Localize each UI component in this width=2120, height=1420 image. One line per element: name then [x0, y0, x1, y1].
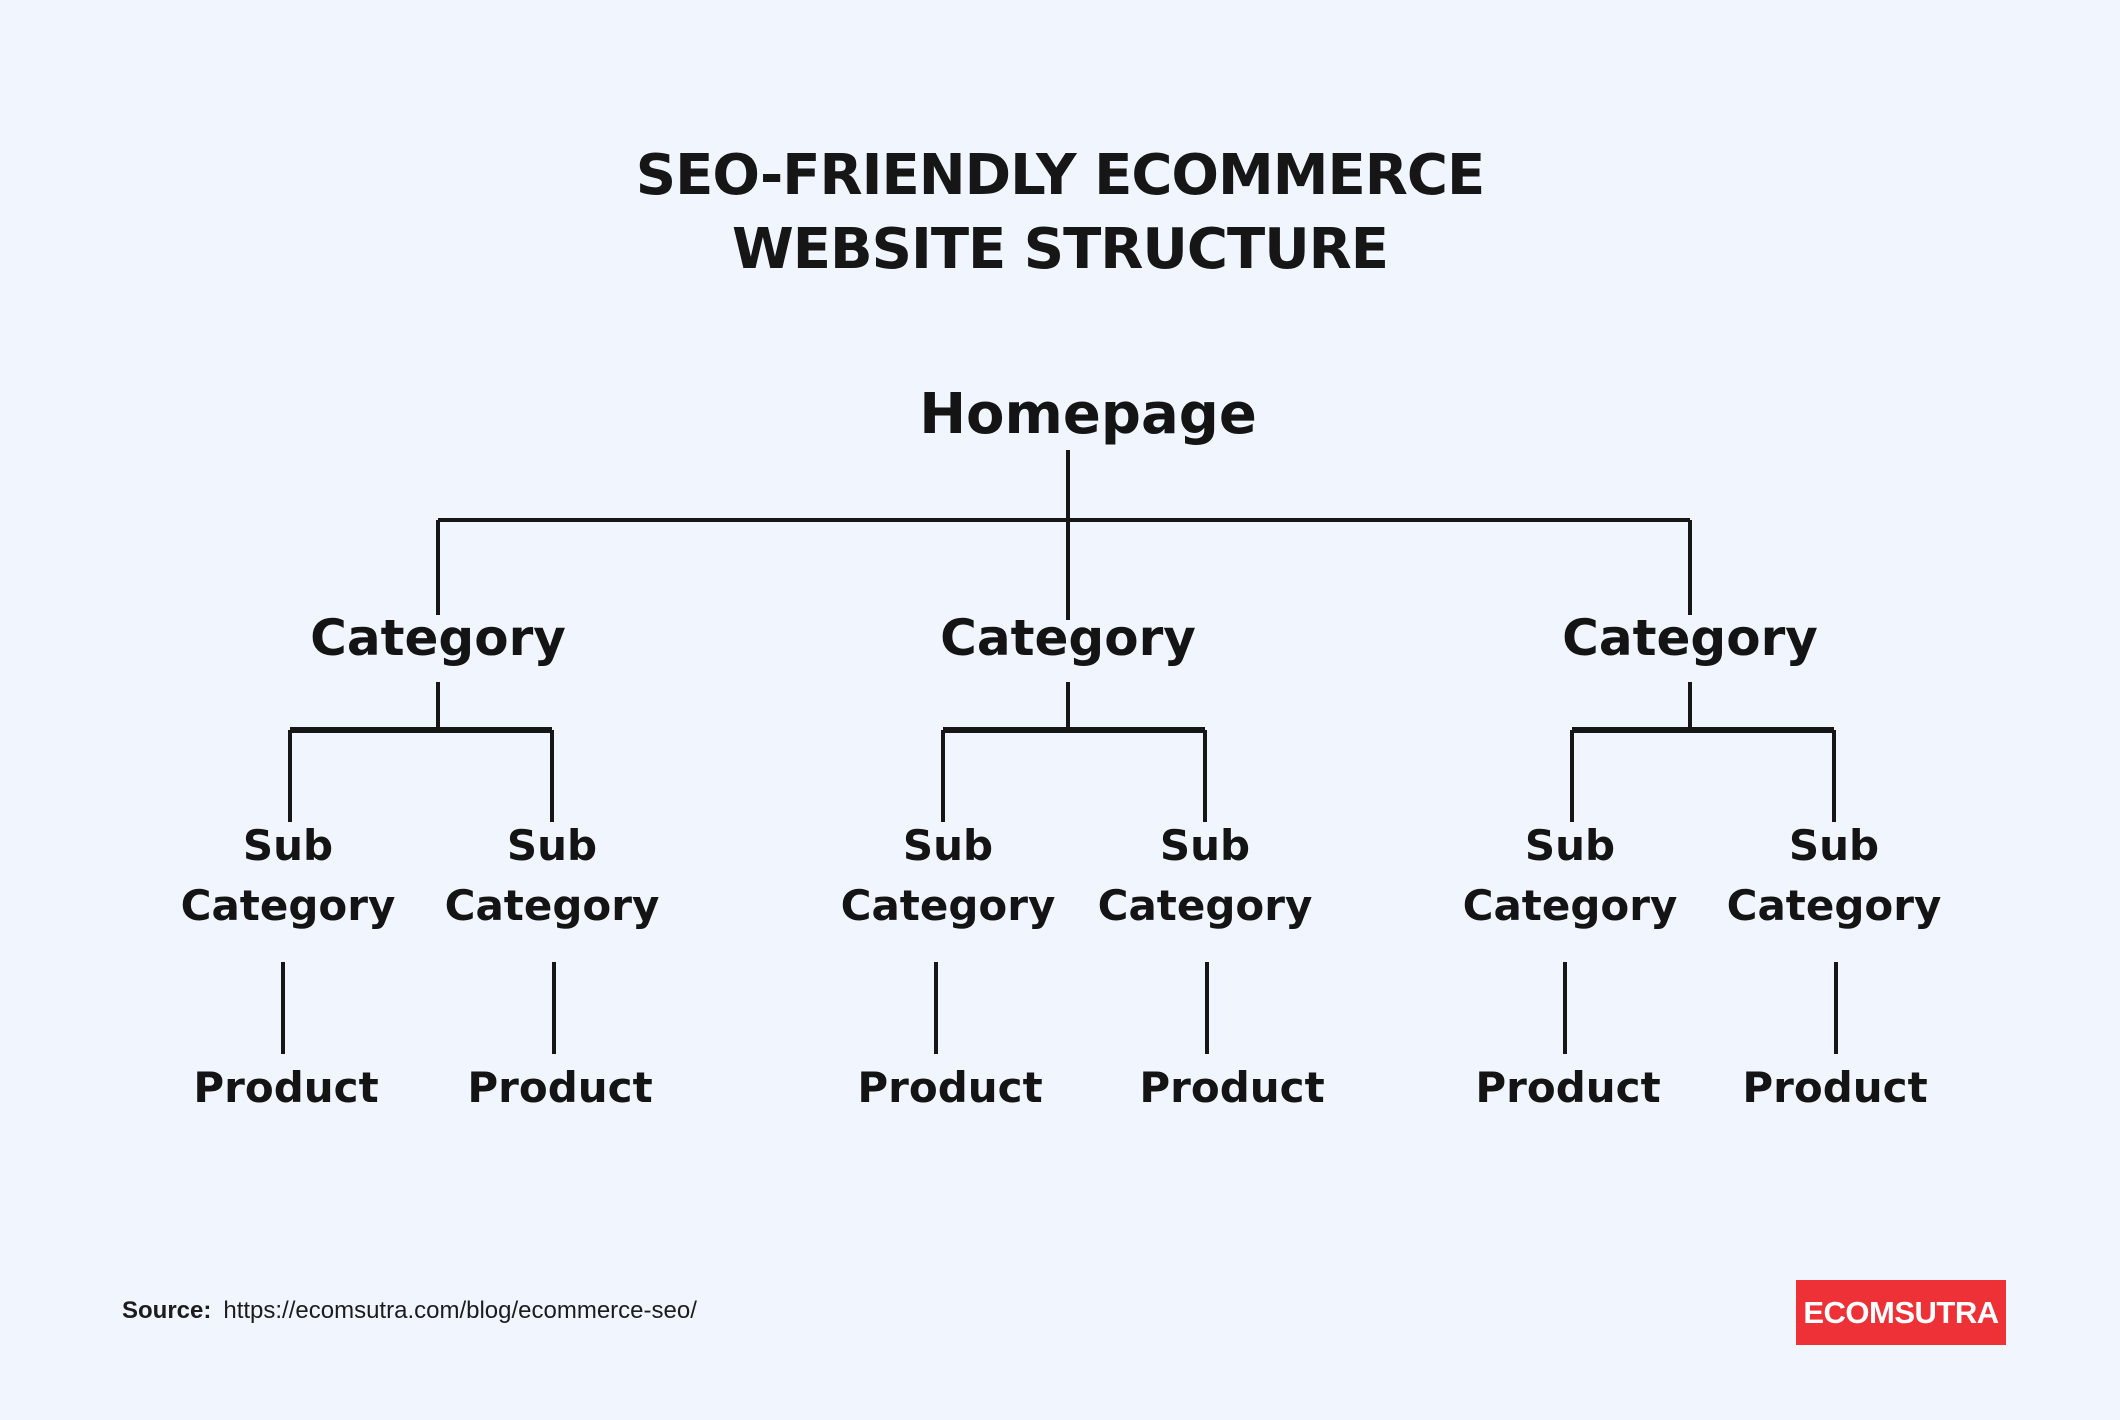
category-stub-line	[1066, 682, 1070, 730]
sub-category-label-line: Sub	[1788, 821, 1880, 870]
product-stub-line	[1563, 962, 1567, 1054]
sub-category-label-line: Sub	[1524, 821, 1616, 870]
sub-category-label-line: Category	[444, 881, 660, 930]
homepage-trunk-line	[1066, 450, 1070, 620]
product-node: Product	[857, 1063, 1043, 1112]
product-stub-line	[934, 962, 938, 1054]
subcategory-connector-bar	[290, 727, 552, 733]
product-stub-line	[281, 962, 285, 1054]
category-drop-line	[1688, 520, 1692, 615]
product-stub-line	[1205, 962, 1209, 1054]
product-node: Product	[193, 1063, 379, 1112]
product-node: Product	[1475, 1063, 1661, 1112]
category-connector-bar	[438, 518, 1690, 522]
source-url: https://ecomsutra.com/blog/ecommerce-seo…	[223, 1297, 697, 1324]
sub-category-label-line: Sub	[506, 821, 598, 870]
product-node: Product	[1139, 1063, 1325, 1112]
sub-category-label-line: Category	[1726, 881, 1942, 930]
subcategory-drop-line	[1203, 730, 1207, 822]
category-node: Category	[310, 609, 566, 667]
sub-category-label-line: Category	[1462, 881, 1678, 930]
product-node: Product	[1742, 1063, 1928, 1112]
subcategory-drop-line	[941, 730, 945, 822]
homepage-node: Homepage	[919, 382, 1257, 447]
category-node: Category	[940, 609, 1196, 667]
category-drop-line	[436, 520, 440, 615]
product-node: Product	[467, 1063, 653, 1112]
source-label: Source:	[122, 1297, 212, 1324]
title-line-2: WEBSITE STRUCTURE	[731, 217, 1389, 282]
sub-category-label-line: Sub	[1159, 821, 1251, 870]
subcategory-drop-line	[1570, 730, 1574, 822]
subcategory-drop-line	[1832, 730, 1836, 822]
source-note: Source: https://ecomsutra.com/blog/ecomme…	[122, 1296, 697, 1326]
sub-category-label-line: Category	[1097, 881, 1313, 930]
sub-category-label-line: Category	[180, 881, 396, 930]
subcategory-connector-bar	[1572, 727, 1834, 733]
category-stub-line	[1688, 682, 1692, 730]
subcategory-connector-bar	[943, 727, 1205, 733]
product-stub-line	[1834, 962, 1838, 1054]
sub-category-label-line: Category	[840, 881, 1056, 930]
product-stub-line	[552, 962, 556, 1054]
ecomsutra-logo: ECOMSUTRA	[1796, 1280, 2006, 1345]
subcategory-drop-line	[288, 730, 292, 822]
category-stub-line	[436, 682, 440, 730]
subcategory-drop-line	[550, 730, 554, 822]
sub-category-label-line: Sub	[902, 821, 994, 870]
title-line-1: SEO-FRIENDLY ECOMMERCE	[635, 143, 1485, 208]
sub-category-label-line: Sub	[242, 821, 334, 870]
category-node: Category	[1562, 609, 1818, 667]
